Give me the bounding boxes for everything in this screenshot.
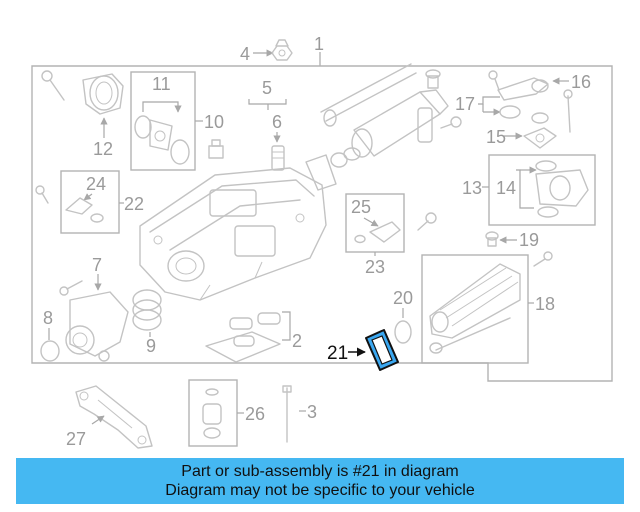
callout-27: 27 (66, 429, 86, 449)
stud-icon (282, 385, 292, 443)
callout-1: 1 (314, 34, 324, 54)
callout-8: 8 (43, 308, 53, 328)
callout-20: 20 (393, 288, 413, 308)
plug-icon (425, 69, 441, 89)
callout-4: 4 (240, 44, 250, 64)
bolt-icon (533, 251, 553, 267)
flange-icon (523, 127, 557, 149)
banner-line-1: Part or sub-assembly is #21 in diagram (181, 463, 459, 480)
nut-icon (271, 39, 293, 61)
callout-19: 19 (519, 230, 539, 250)
callout-24: 24 (86, 174, 106, 194)
actuator-icon (535, 160, 589, 218)
valve-icon (271, 145, 285, 171)
callout-2: 2 (292, 331, 302, 351)
bolt-icon (35, 185, 49, 204)
callout-3: 3 (307, 402, 317, 422)
callout-18: 18 (535, 294, 555, 314)
callout-17: 17 (455, 94, 475, 114)
assembly-outline (31, 65, 613, 382)
bracket-icon (75, 385, 153, 449)
parts-diagram: 1 4 12 11 10 5 6 (31, 34, 613, 449)
callout-12: 12 (93, 139, 113, 159)
sensor-bracket-icon (354, 221, 401, 244)
elbow-hose-icon (488, 70, 549, 101)
callout-7: 7 (92, 255, 102, 275)
coupler-icon (132, 289, 162, 331)
callout-13: 13 (462, 178, 482, 198)
callout-14: 14 (496, 178, 516, 198)
gasket-icon (134, 115, 190, 165)
throttle-body-icon (82, 73, 124, 115)
bolt-icon (59, 280, 83, 296)
callout-9: 9 (146, 336, 156, 356)
supercharger-icon (139, 167, 327, 301)
pipe-icon (305, 63, 417, 191)
callout-26: 26 (245, 404, 265, 424)
callout-22: 22 (124, 194, 144, 214)
pulley-housing-icon (65, 291, 129, 362)
bolt-icon (417, 212, 437, 231)
gasket-set-icon (205, 312, 281, 363)
sensor-icon (208, 139, 224, 159)
bracket-icon (65, 197, 104, 223)
info-banner: Part or sub-assembly is #21 in diagram D… (16, 458, 624, 504)
clip-icon (485, 231, 499, 247)
callout-10: 10 (204, 112, 224, 132)
charge-cooler-icon (429, 263, 521, 354)
intercooler-icon (343, 89, 462, 161)
callout-15: 15 (486, 127, 506, 147)
gasket-21-highlighted[interactable] (365, 329, 399, 371)
callout-6: 6 (272, 112, 282, 132)
bolt-icon (41, 70, 65, 101)
callout-23: 23 (365, 257, 385, 277)
callout-16: 16 (571, 72, 591, 92)
banner-line-2: Diagram may not be specific to your vehi… (165, 482, 475, 499)
connector-icon (202, 388, 222, 439)
callout-21: 21 (327, 343, 348, 364)
callout-11: 11 (152, 74, 171, 94)
callout-5: 5 (262, 78, 272, 98)
callout-25: 25 (351, 197, 371, 217)
